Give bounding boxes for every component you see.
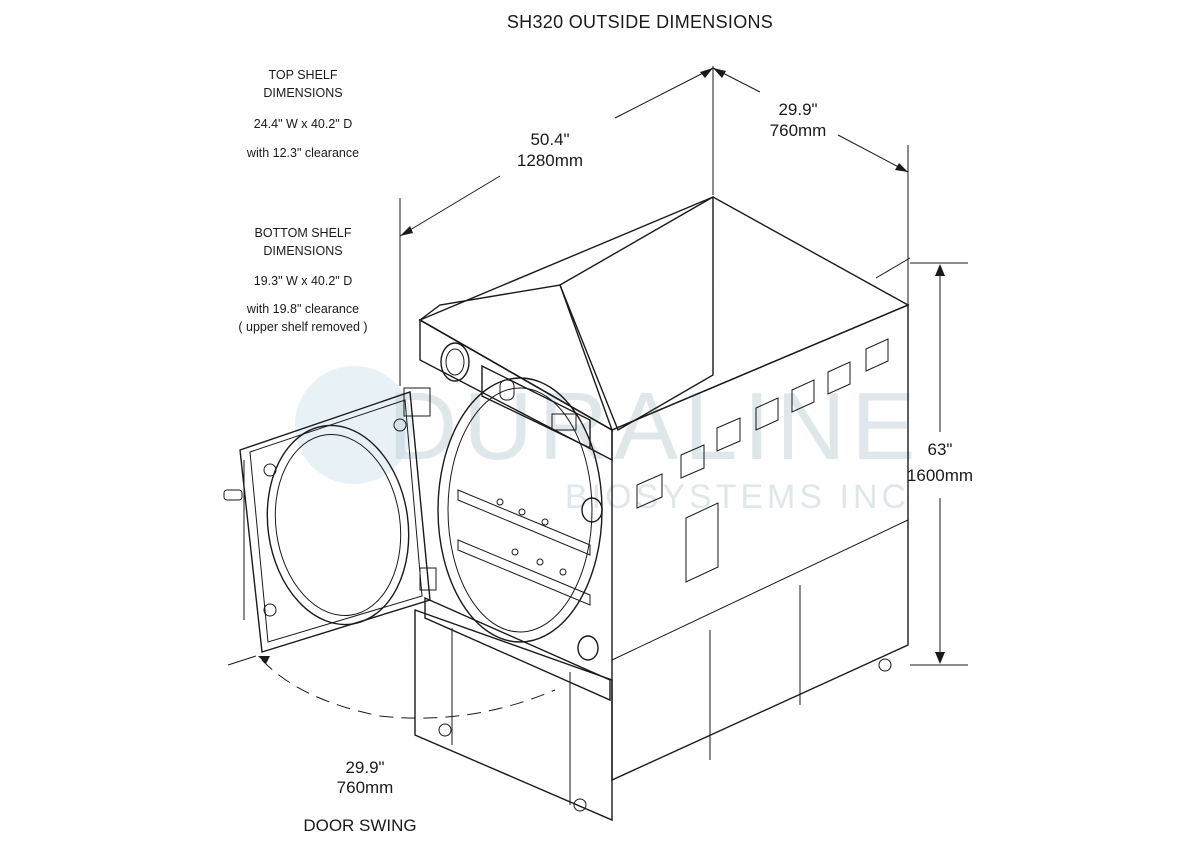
length-mm: 1280mm <box>516 151 584 170</box>
door-swing-inches: 29.9" <box>345 758 385 777</box>
top-shelf-heading-line2: DIMENSIONS <box>263 86 343 100</box>
cabinet-body <box>414 195 910 822</box>
watermark-sub: BIOSYSTEMS INC <box>565 478 911 516</box>
bottom-shelf-size: 19.3" W x 40.2" D <box>253 274 353 288</box>
top-shelf-heading-line1: TOP SHELF <box>268 68 338 82</box>
open-door <box>223 387 437 653</box>
height-mm: 1600mm <box>906 466 974 485</box>
bottom-shelf-heading-line1: BOTTOM SHELF <box>254 226 352 240</box>
top-shelf-size: 24.4" W x 40.2" D <box>253 117 353 131</box>
depth-mm: 760mm <box>769 121 827 140</box>
diagram-title: SH320 OUTSIDE DIMENSIONS <box>506 12 774 32</box>
side-vents <box>636 338 889 509</box>
bottom-shelf-heading-line2: DIMENSIONS <box>263 244 343 258</box>
bottom-shelf-note: ( upper shelf removed ) <box>238 320 368 334</box>
door-swing-mm: 760mm <box>336 778 394 797</box>
depth-inches: 29.9" <box>778 100 818 119</box>
length-inches: 50.4" <box>530 130 570 149</box>
dimension-lines <box>227 66 968 719</box>
top-shelf-clearance: with 12.3" clearance <box>246 146 360 160</box>
bottom-shelf-clearance: with 19.8" clearance <box>246 302 360 316</box>
height-inches: 63" <box>927 440 953 459</box>
door-swing-label: DOOR SWING <box>303 816 417 835</box>
